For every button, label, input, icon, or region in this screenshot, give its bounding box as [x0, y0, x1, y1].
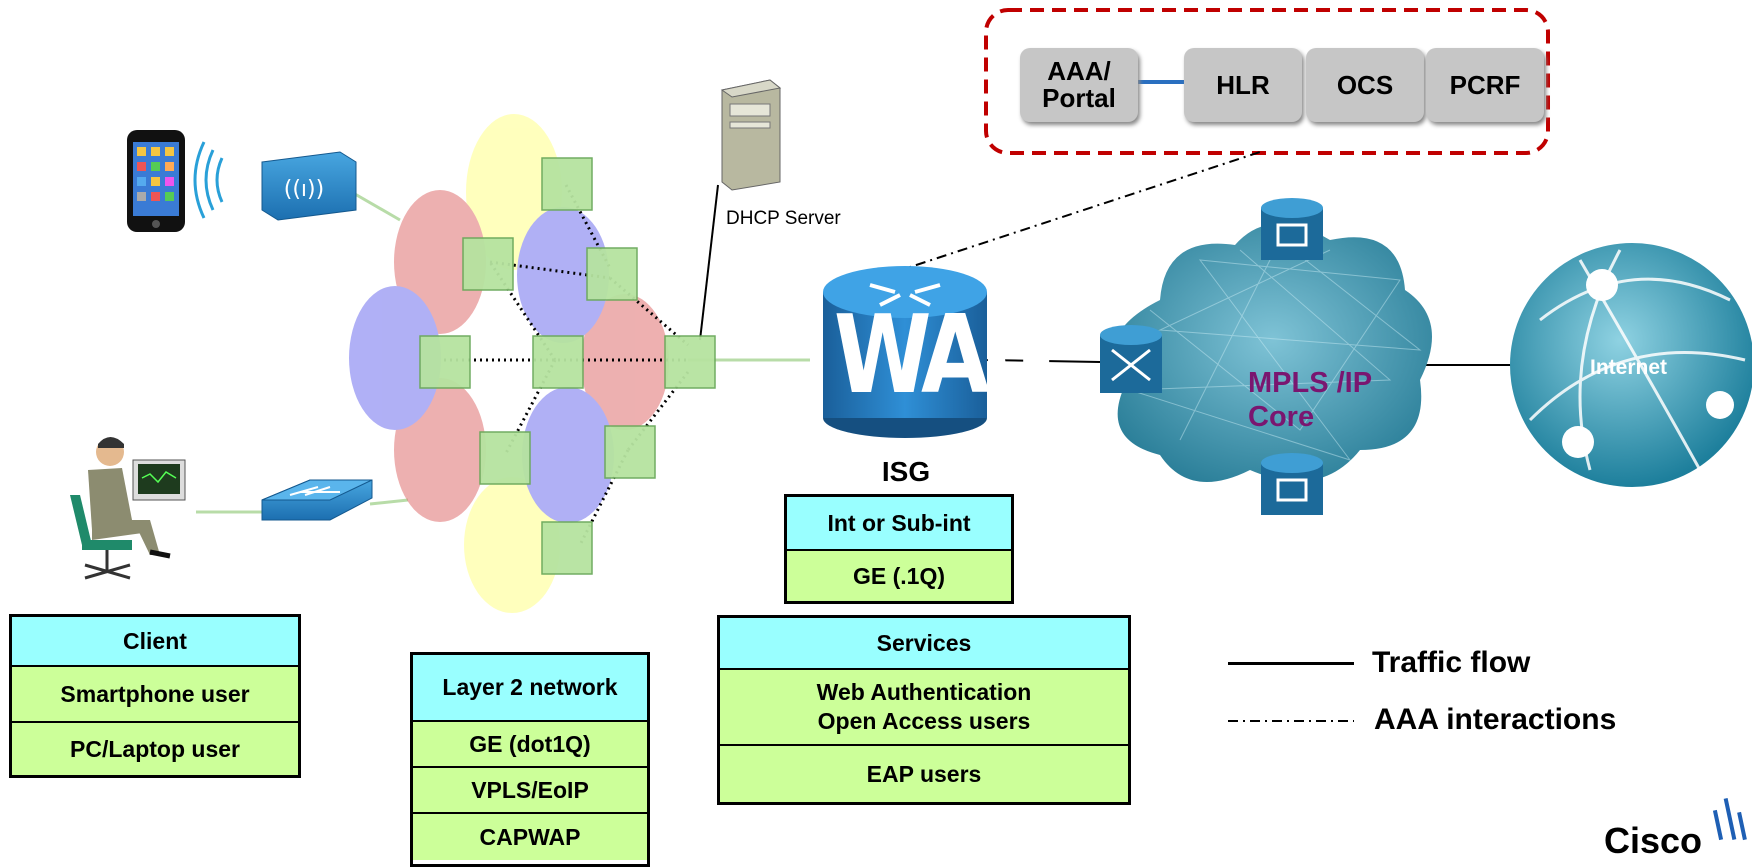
- legend-aaa-label: AAA interactions: [1374, 703, 1617, 736]
- ocs-server[interactable]: OCS: [1306, 48, 1424, 122]
- isg-table: Int or Sub-int GE (.1Q): [784, 494, 1014, 604]
- pc-user-icon: [70, 437, 186, 580]
- internet-globe-icon: [1510, 243, 1752, 487]
- client-table-header: Client: [12, 617, 298, 665]
- isg-label: ISG: [881, 456, 931, 487]
- services-table: Services Web Authentication Open Access …: [717, 615, 1131, 805]
- mpls-core-cloud: [1113, 223, 1432, 482]
- legend-aaa-line: [1228, 720, 1354, 722]
- backend-container: [984, 8, 1550, 155]
- aaa-portal-server[interactable]: AAA/ Portal: [1020, 48, 1138, 122]
- wireless-waves-icon: [193, 141, 224, 219]
- isg-row-interface: Int or Sub-int: [787, 497, 1011, 549]
- aaa-interaction-line: [894, 151, 1261, 273]
- isg-row-ge: GE (.1Q): [787, 549, 1011, 601]
- wag-router-icon: [823, 266, 987, 438]
- dhcp-server-label: DHCP Server: [726, 208, 841, 229]
- wag-logo-text: WAG: [833, 293, 1056, 418]
- access-point-icon: ((ı)): [261, 151, 357, 221]
- mesh-ap-nodes: [419, 157, 716, 575]
- core-router-top-icon: [1261, 198, 1323, 260]
- client-row-pc: PC/Laptop user: [12, 721, 298, 775]
- hlr-server[interactable]: HLR: [1184, 48, 1302, 122]
- pcrf-server[interactable]: PCRF: [1426, 48, 1544, 122]
- layer2-row-vpls: VPLS/EoIP: [413, 766, 647, 812]
- wag-to-core-link: [984, 359, 1101, 363]
- layer2-row-ge: GE (dot1Q): [413, 720, 647, 766]
- ap-link: [347, 188, 401, 222]
- switch-icon: [261, 479, 373, 521]
- smartphone-icon: [127, 130, 185, 232]
- cisco-logo: Cisco: [1604, 820, 1703, 861]
- dhcp-link: [699, 184, 719, 341]
- services-table-header: Services: [720, 618, 1128, 668]
- layer2-table-header: Layer 2 network: [413, 655, 647, 720]
- layer2-row-capwap: CAPWAP: [413, 812, 647, 860]
- core-router-bottom-icon: [1261, 453, 1323, 515]
- layer2-cells: [349, 114, 669, 613]
- client-table: Client Smartphone user PC/Laptop user: [9, 614, 301, 778]
- core-edge-switch-icon: [1100, 325, 1162, 393]
- legend-traffic-label: Traffic flow: [1372, 646, 1531, 679]
- layer2-table: Layer 2 network GE (dot1Q) VPLS/EoIP CAP…: [410, 652, 650, 867]
- internet-label: Internet: [1590, 356, 1668, 379]
- core-label: MPLS /IP Core: [1248, 367, 1373, 433]
- cisco-logo-bars: [1712, 798, 1747, 841]
- legend-traffic-line: [1228, 662, 1354, 665]
- dhcp-server-icon: [720, 79, 782, 191]
- services-row-web-auth: Web Authentication Open Access users: [720, 668, 1128, 744]
- services-row-eap: EAP users: [720, 744, 1128, 802]
- switch-link: [369, 498, 409, 506]
- svg-text:((ı)): ((ı)): [284, 177, 324, 202]
- client-row-smartphone: Smartphone user: [12, 665, 298, 721]
